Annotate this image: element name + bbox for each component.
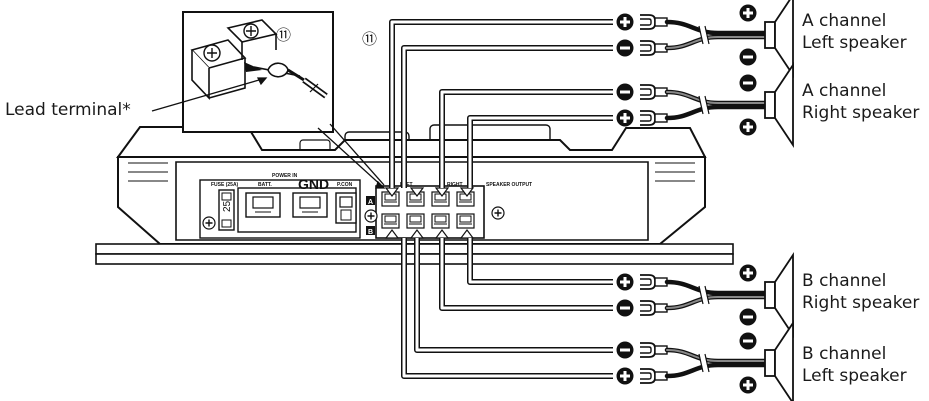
speaker-output-label: SPEAKER OUTPUT [486,182,532,188]
speaker-b-left-position: Left speaker [802,366,907,386]
fuse-label: FUSE (25A) [211,182,239,188]
gnd-label: GND [298,176,329,192]
batt-terminal [245,192,281,218]
leader-lines [151,77,386,189]
speaker-b-right-position: Right speaker [802,293,920,313]
fuse-value: 25 [222,200,233,212]
speaker-a-right-label: A channel Right speaker [802,80,919,124]
speaker-b-right-channel: B channel [802,271,887,291]
gnd-terminal [292,192,328,218]
speaker-a-left-position: Left speaker [802,33,907,53]
pcon-label: P.CON [337,182,353,188]
fuse-holder: 25 [218,189,235,231]
speaker-a-right-channel: A channel [802,81,887,101]
lead-terminal-inset [182,11,334,133]
row-a-label: A [368,199,373,206]
speaker-a-left-channel: A channel [802,11,887,31]
speaker-b-left-label: B channel Left speaker [802,343,907,387]
speaker-b-left-channel: B channel [802,344,887,364]
speaker-cables [664,19,768,379]
speaker-a-right-position: Right speaker [802,103,920,123]
right-mark: RIGHT [447,182,463,188]
speaker-b-right-label: B channel Right speaker [802,270,919,314]
speaker-a-left-label: A channel Left speaker [802,10,907,54]
row-b-label: B [368,229,373,236]
batt-label: BATT. [258,182,272,188]
output-ref-number: ⑪ [362,30,377,48]
power-in-label: POWER IN [272,173,298,179]
lead-terminal-label: Lead terminal* [5,100,131,120]
pcon-terminal [335,192,357,224]
speaker-wires [389,19,613,379]
inset-ref-number: ⑪ [276,26,291,44]
